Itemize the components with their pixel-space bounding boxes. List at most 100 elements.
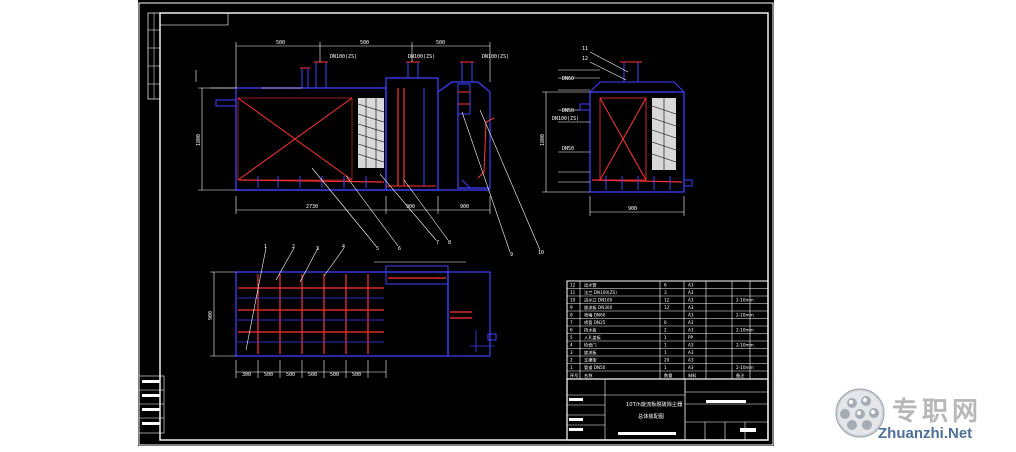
bom-cell-mat: A3 [688,305,694,310]
callout-6: 6 [398,246,401,252]
dim-top-3: 500 [436,40,445,46]
dim-plan-6: 500 [352,372,361,378]
bom-cell-qty: 6 [664,320,667,325]
bom-cell-qty: 1 [664,350,667,355]
dim-bottom-2: 900 [406,204,415,210]
bom-cell-note: 2-10mm [736,298,754,303]
bom-cell-no: 6 [570,328,573,333]
bom-cell-name: 旋流板 [584,349,597,356]
bom-cell-name: 喷嘴 DN60 [584,312,606,319]
bom-cell-qty: 12 [664,305,670,310]
bom-cell-note: 2-10mm [736,328,754,333]
left-strip [147,12,229,100]
bom-cell-no: 11 [570,290,576,295]
callout-10: 10 [538,250,544,256]
label-dn60: DN60 [562,76,574,82]
watermark-cn: 专职网 [892,397,983,427]
bom-cell-no: 2 [570,358,573,363]
bom-cell-mat: A3 [688,343,694,348]
bom-header-cell: 备注 [736,372,745,379]
bom-header-cell: 序号 [570,372,578,379]
callout-7: 7 [436,240,439,246]
callout-5: 5 [376,246,379,252]
bom-cell-note: 2-10mm [736,365,754,370]
bom-cell-name: 喷管 DN25 [584,319,606,326]
dim-plan-5: 500 [330,372,339,378]
bom-cell-no: 7 [570,320,573,325]
bom-cell-mat: A3 [688,320,694,325]
callout-3: 3 [316,246,319,252]
bom-cell-qty: 1 [664,335,667,340]
dim-top-2: 500 [360,40,369,46]
bom-cell-qty: 3 [664,290,667,295]
bom-cell-mat: A3 [688,358,694,363]
bom-cell-name: 人孔盖板 [584,334,602,341]
dim-bottom-3: 900 [460,204,469,210]
dim-side-width: 900 [628,206,637,212]
bom-cell-mat: PP [688,335,694,340]
bom-cell-mat: A3 [688,313,694,318]
label-dn50b: DN50 [562,146,574,152]
bom-cell-no: 1 [570,365,573,370]
bom-cell-no: 9 [570,305,573,310]
bom-cell-no: 3 [570,350,573,355]
bom-header-cell: 名称 [584,372,592,379]
bom-cell-mat: A3 [688,365,694,370]
bom-cell-name: 检修门 [584,342,597,349]
callout-4: 4 [342,244,345,250]
bom-cell-name: 法兰 DN100(ZS) [584,289,617,296]
bom-cell-no: 12 [570,283,576,288]
sheet-border [138,2,774,446]
left-stamp-block [138,375,165,434]
dim-top-1: 500 [276,40,285,46]
bom-cell-no: 5 [570,335,573,340]
watermark-en: Zhuanzhi.Net [878,425,973,442]
bom-cell-note: 2-10mm [736,343,754,348]
watermark: 专职网 Zhuanzhi.Net [830,383,1016,452]
drawing-title-1: 10T/h旋流板脱硫除尘器 [626,400,683,408]
bom-cell-name: 出水管 [584,282,597,289]
label-dn50: DN50 [562,108,574,114]
drawing-border [159,12,769,441]
bom-cell-name: 进水口 DN100 [584,297,613,304]
drawing-title-2: 总体装配图 [638,412,664,420]
side-view [542,51,693,216]
bom-cell-mat: A3 [688,328,694,333]
dim-side-height: 1800 [540,134,546,146]
front-view [195,42,541,253]
label-dn100: DN100(ZS) [552,116,579,122]
bom-cell-name: 支撑架 [584,357,597,364]
dim-front-height: 1800 [196,134,202,146]
callout-9: 9 [510,252,513,258]
bom-header-cell: 数量 [664,372,672,379]
label-inlet-mid: DN100(ZS) [408,54,435,60]
dim-plan-3: 500 [286,372,295,378]
callout-2: 2 [292,244,295,250]
dim-plan-4: 500 [308,372,317,378]
dim-plan-1: 300 [242,372,251,378]
bom-cell-no: 8 [570,313,573,318]
bom-cell-qty: 1 [664,343,667,348]
callout-1: 1 [264,244,267,250]
bom-cell-qty: 6 [664,283,667,288]
callout-12: 12 [582,56,588,62]
globe-logo-icon [835,388,885,438]
bom-cell-no: 10 [570,298,576,303]
bom-cell-qty: 1 [664,365,667,370]
bom-cell-qty: 2 [664,328,667,333]
bom-cell-mat: A3 [688,283,694,288]
title-block [566,378,769,441]
bom-cell-no: 4 [570,343,573,348]
plan-view [210,247,497,378]
bom-cell-name: 旋流板 DN300 [584,304,613,311]
bom-cell-name: 挡水板 [584,327,597,334]
label-inlet-right: DN100(ZS) [482,54,509,60]
bom-cell-mat: A3 [688,298,694,303]
bom-header-cell: 材料 [688,372,697,379]
bom-cell-note: 2-10mm [736,313,754,318]
dim-bottom-1: 2730 [306,204,318,210]
bom-cell-name: 管道 DN50 [584,364,606,371]
callout-8: 8 [448,240,451,246]
